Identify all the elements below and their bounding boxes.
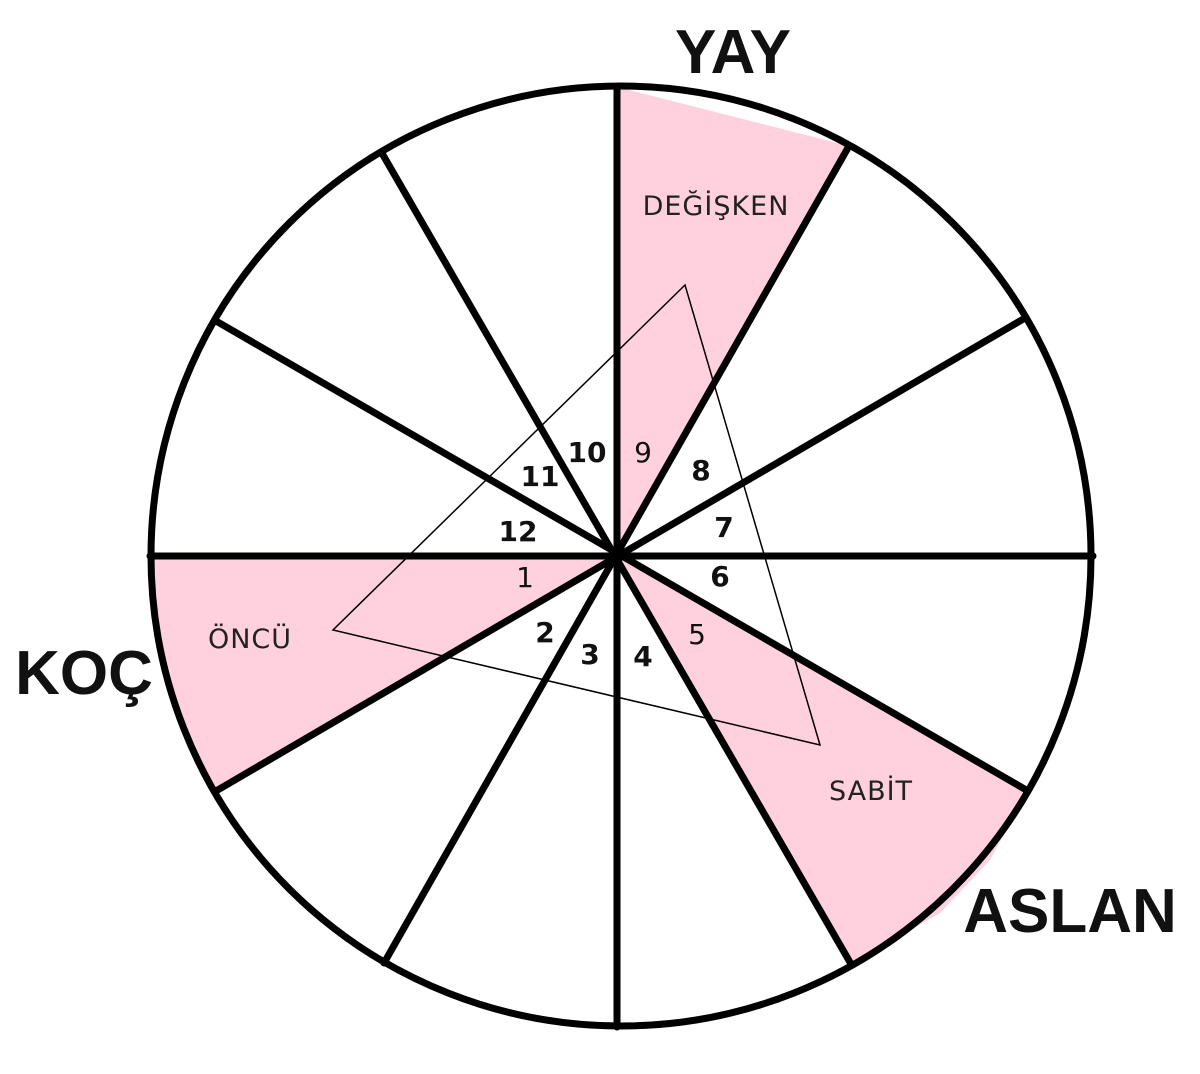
modality-label-oncu: ÖNCÜ [208,623,292,655]
wheel-center-hub [610,549,624,563]
sector-number-12: 12 [499,515,538,548]
sign-label-aslan: ASLAN [963,877,1177,946]
fixed-sector-highlight [617,556,1028,964]
sector-number-6: 6 [710,560,729,593]
cardinal-sector-highlight [150,556,617,791]
mutable-sector-highlight [617,87,849,556]
sector-numbers: 1 2 3 4 5 6 7 8 9 10 11 12 [499,436,734,673]
sector-number-3: 3 [580,638,599,671]
sign-label-koc: KOÇ [15,639,153,708]
modality-label-degisken: DEĞİŞKEN [643,190,790,222]
sector-number-8: 8 [691,454,710,487]
sector-number-7: 7 [714,511,733,544]
trine-triangle [331,283,822,747]
sector-number-1: 1 [516,561,534,594]
sector-number-10: 10 [568,436,607,469]
modality-label-sabit: SABİT [829,775,913,807]
sector-number-4: 4 [633,640,652,673]
sector-number-5: 5 [688,618,706,651]
sign-label-yay: YAY [675,18,791,87]
sector-number-9: 9 [634,436,652,469]
sector-number-11: 11 [521,460,560,493]
sector-number-2: 2 [535,616,554,649]
